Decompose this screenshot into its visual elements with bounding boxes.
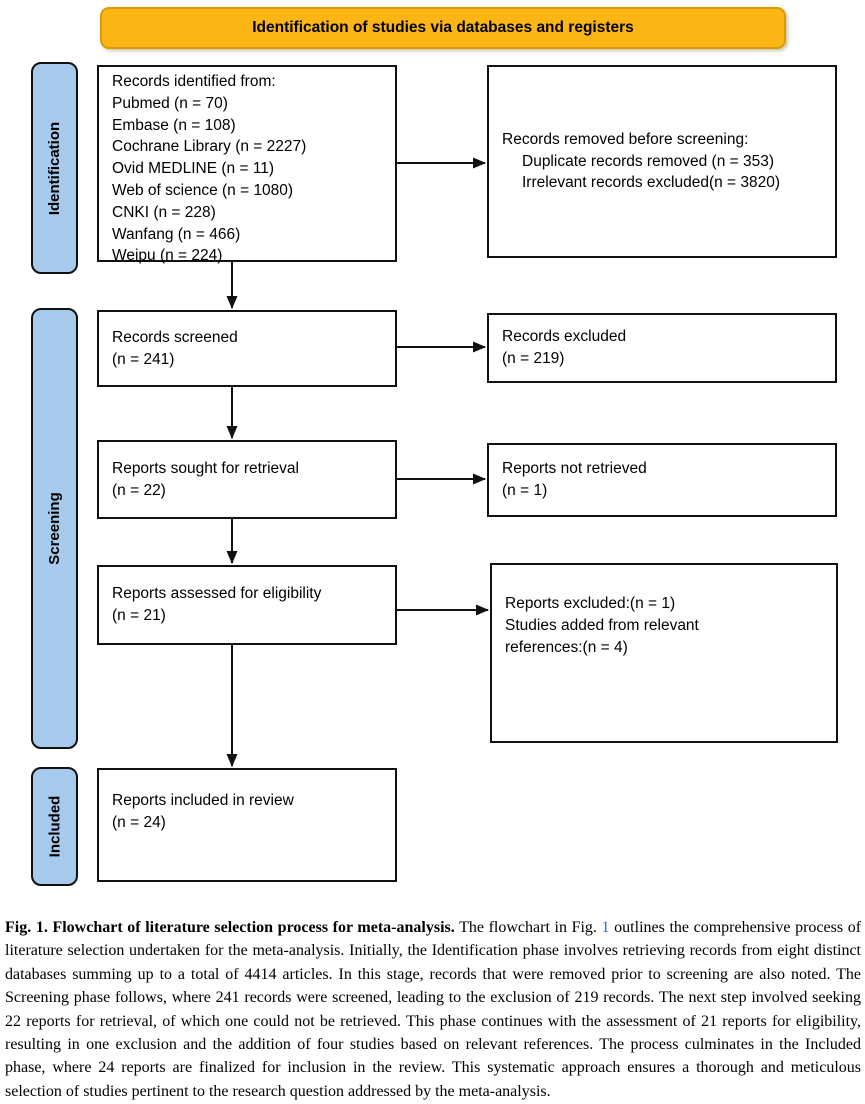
box-line: (n = 1) [502, 482, 548, 499]
box-line: Embase (n = 108) [112, 116, 236, 134]
box-line: (n = 219) [502, 350, 565, 367]
stage-label-identification: Identification [31, 62, 78, 274]
box-reports-included: Reports included in review (n = 24) [97, 768, 397, 882]
box-line: Reports assessed for eligibility [112, 585, 322, 603]
caption-text-pre-link: The flowchart in Fig. [459, 919, 597, 936]
box-line: (n = 24) [112, 813, 166, 831]
stage-label-screening: Screening [31, 308, 78, 749]
caption-fig1-link[interactable]: 1 [601, 919, 610, 936]
box-line: Web of science (n = 1080) [112, 181, 294, 199]
box-records-removed: Records removed before screening: Duplic… [487, 65, 837, 258]
stage-included-text: Included [46, 795, 64, 858]
box-line: Pubmed (n = 70) [112, 94, 228, 112]
banner-identification-of-studies: Identification of studies via databases … [100, 7, 786, 49]
box-reports-assessed: Reports assessed for eligibility (n = 21… [97, 565, 397, 645]
box-line: (n = 241) [112, 350, 175, 368]
box-line: Ovid MEDLINE (n = 11) [112, 160, 275, 178]
box-line: Studies added from relevant [505, 616, 699, 634]
box-line: Records screened [112, 328, 238, 346]
box-records-identified: Records identified from: Pubmed (n = 70)… [97, 65, 397, 264]
box-line: Reports not retrieved [502, 460, 647, 478]
box-line: Records removed before screening: [502, 130, 749, 148]
box-line: (n = 21) [112, 607, 166, 624]
box-reports-sought: Reports sought for retrieval (n = 22) [97, 440, 397, 519]
box-line: Reports excluded:(n = 1) [505, 595, 676, 612]
box-line: references:(n = 4) [505, 638, 628, 656]
box-records-screened: Records screened (n = 241) [97, 310, 397, 387]
stage-identification-text: Identification [46, 121, 63, 215]
banner-title: Identification of studies via databases … [252, 19, 634, 36]
box-line: Reports included in review [112, 792, 294, 809]
figure-caption: Fig. 1. Flowchart of literature selectio… [5, 916, 861, 1103]
box-line: Duplicate records removed (n = 353) [522, 152, 774, 170]
caption-heading: Fig. 1. Flowchart of literature selectio… [5, 919, 455, 936]
box-line: Irrelevant records excluded(n = 3820) [522, 174, 781, 192]
box-records-excluded: Records excluded (n = 219) [487, 313, 837, 383]
stage-label-included: Included [31, 767, 78, 886]
box-line: CNKI (n = 228) [112, 203, 216, 221]
box-line: Records identified from: [112, 73, 276, 90]
box-reports-not-retrieved: Reports not retrieved (n = 1) [487, 443, 837, 517]
stage-screening-text: Screening [46, 492, 63, 565]
box-line: (n = 22) [112, 481, 166, 499]
box-line: Records excluded [502, 328, 627, 346]
caption-text-body: outlines the comprehensive process of li… [5, 919, 862, 1100]
box-reports-excluded-and-added: Reports excluded:(n = 1) Studies added f… [490, 563, 838, 743]
box-line: Reports sought for retrieval [112, 459, 299, 477]
box-line: Wanfang (n = 466) [112, 225, 241, 243]
box-line: Weipu (n = 224) [112, 247, 223, 265]
box-line: Cochrane Library (n = 2227) [112, 138, 307, 156]
